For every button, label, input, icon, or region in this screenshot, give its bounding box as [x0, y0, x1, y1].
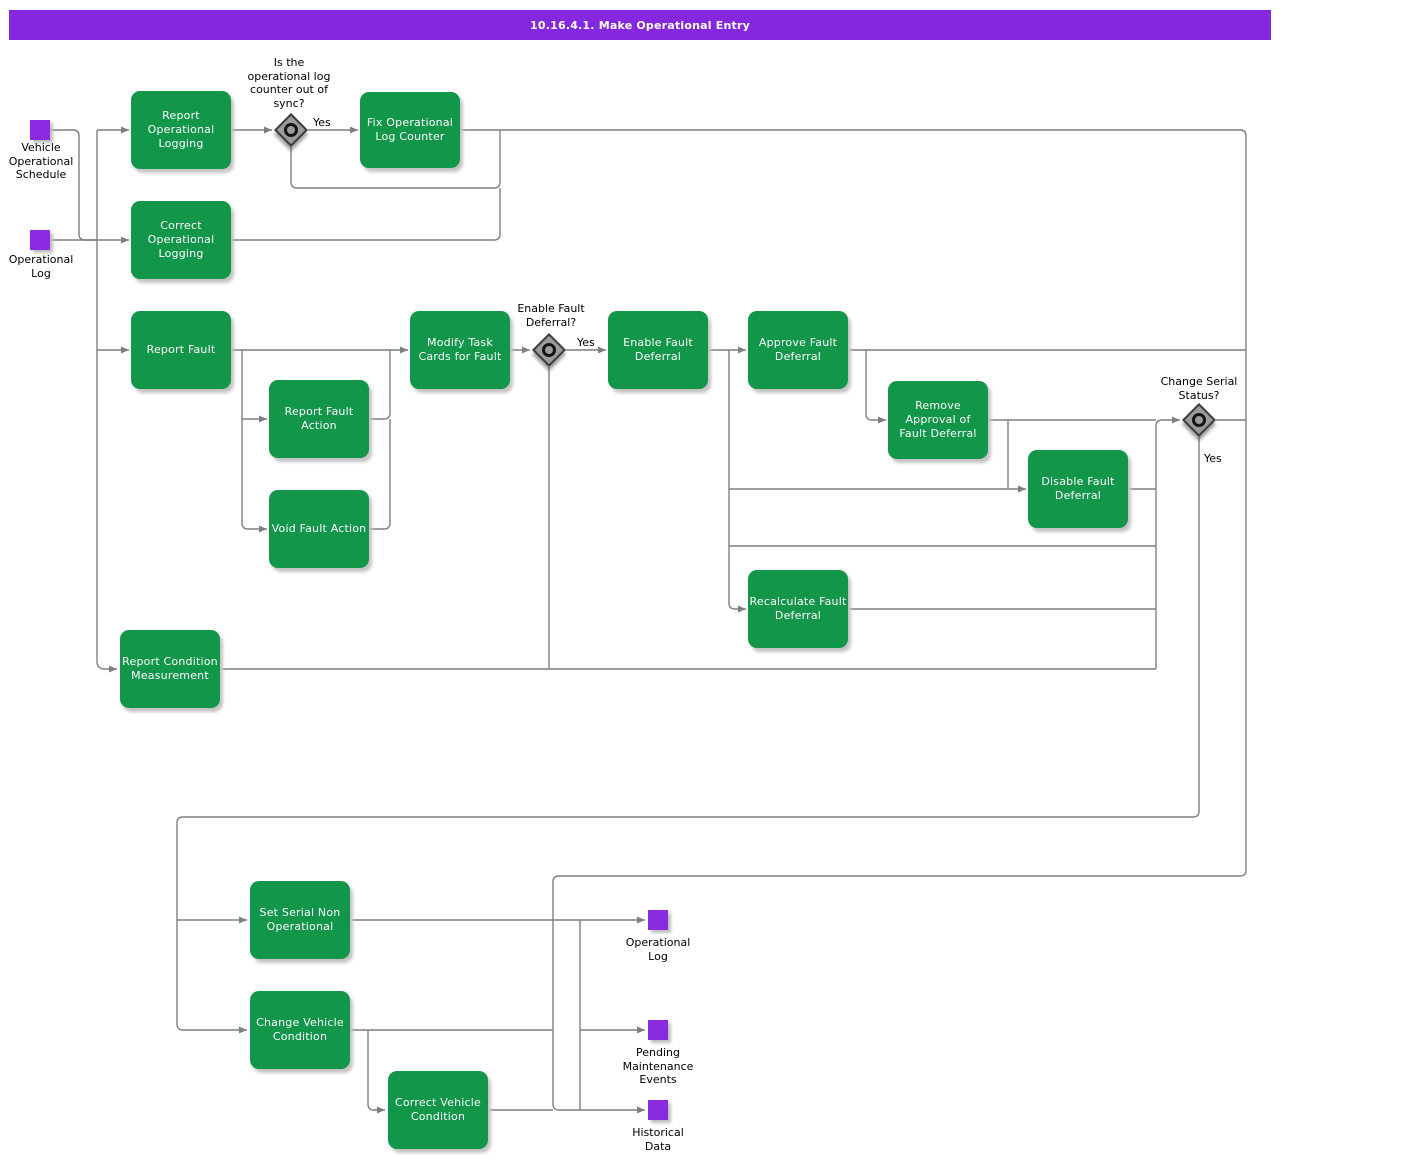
process-report-condition-measurement[interactable]: Report Condition Measurement [120, 630, 220, 708]
process-label: Remove Approval of Fault Deferral [899, 399, 977, 440]
data-object-label: Vehicle Operational Schedule [8, 141, 74, 181]
process-label: Enable Fault Deferral [623, 336, 693, 363]
data-object-label: Operational Log [625, 936, 691, 963]
process-label: Void Fault Action [271, 522, 367, 535]
gateway-change-serial-status [1182, 403, 1216, 437]
process-report-fault-action[interactable]: Report Fault Action [269, 380, 369, 458]
data-object-label: Historical Data [632, 1126, 684, 1153]
process-label: Report Fault [146, 343, 216, 356]
process-label: Change Vehicle Condition [256, 1016, 344, 1043]
process-label: Correct Vehicle Condition [395, 1096, 481, 1123]
process-label: Fix Operational Log Counter [366, 116, 454, 143]
process-label: Set Serial Non Operational [259, 906, 341, 933]
gateway-question: Is the operational log counter out of sy… [247, 56, 331, 110]
process-set-serial-non-operational[interactable]: Set Serial Non Operational [250, 881, 350, 959]
process-disable-fault-deferral[interactable]: Disable Fault Deferral [1028, 450, 1128, 528]
process-label: Approve Fault Deferral [758, 336, 838, 363]
title-bar: 10.16.4.1. Make Operational Entry [9, 10, 1271, 40]
flow-edges [50, 126, 1247, 1114]
process-label: Recalculate Fault Deferral [749, 595, 847, 622]
gateway-circle-icon [284, 123, 298, 137]
process-recalculate-fault-deferral[interactable]: Recalculate Fault Deferral [748, 570, 848, 648]
process-report-operational-logging[interactable]: Report Operational Logging [131, 91, 231, 169]
process-modify-task-cards-for-fault[interactable]: Modify Task Cards for Fault [410, 311, 510, 389]
data-object-pending-maintenance-events[interactable] [648, 1020, 668, 1040]
process-label: Modify Task Cards for Fault [418, 336, 502, 363]
process-enable-fault-deferral[interactable]: Enable Fault Deferral [608, 311, 708, 389]
gateway-branch-label: Yes [1204, 452, 1222, 465]
process-label: Disable Fault Deferral [1041, 475, 1115, 502]
data-object-label: Pending Maintenance Events [622, 1046, 694, 1086]
gateway-question: Enable Fault Deferral? [517, 302, 585, 329]
process-label: Report Condition Measurement [122, 655, 218, 682]
gateway-log-counter-out-of-sync [274, 113, 308, 147]
process-change-vehicle-condition[interactable]: Change Vehicle Condition [250, 991, 350, 1069]
gateway-circle-icon [542, 343, 556, 357]
process-correct-vehicle-condition[interactable]: Correct Vehicle Condition [388, 1071, 488, 1149]
process-label: Report Operational Logging [147, 109, 215, 150]
process-fix-operational-log-counter[interactable]: Fix Operational Log Counter [360, 92, 460, 168]
gateway-circle-icon [1192, 413, 1206, 427]
gateway-branch-label: Yes [313, 116, 331, 129]
gateway-question: Change Serial Status? [1160, 375, 1238, 402]
gateway-branch-label: Yes [577, 336, 595, 349]
page-title: 10.16.4.1. Make Operational Entry [530, 18, 750, 32]
gateway-enable-fault-deferral [532, 333, 566, 367]
data-object-vehicle-operational-schedule[interactable] [30, 120, 50, 140]
process-label: Report Fault Action [284, 405, 354, 432]
process-label: Correct Operational Logging [147, 219, 215, 260]
data-object-label: Operational Log [8, 253, 74, 280]
process-correct-operational-logging[interactable]: Correct Operational Logging [131, 201, 231, 279]
process-approve-fault-deferral[interactable]: Approve Fault Deferral [748, 311, 848, 389]
data-object-operational-log-input[interactable] [30, 230, 50, 250]
process-report-fault[interactable]: Report Fault [131, 311, 231, 389]
data-object-operational-log-output[interactable] [648, 910, 668, 930]
process-void-fault-action[interactable]: Void Fault Action [269, 490, 369, 568]
data-object-historical-data[interactable] [648, 1100, 668, 1120]
process-remove-approval-of-fault-deferral[interactable]: Remove Approval of Fault Deferral [888, 381, 988, 459]
